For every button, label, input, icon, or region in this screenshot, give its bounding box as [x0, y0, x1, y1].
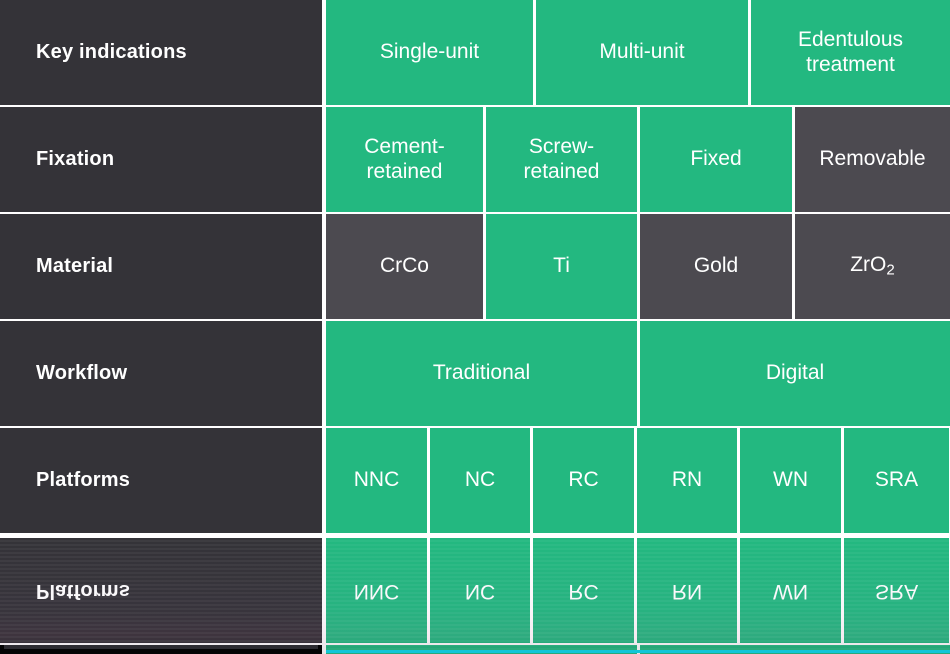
table-row-platforms: Platforms NNC NC RC RN WN SRA	[0, 428, 950, 533]
cell-label: Cement-retained	[364, 134, 445, 183]
reflection-row-cells: NNC NC RC RN WN SRA	[326, 538, 950, 643]
reflection-cell-nc: NC	[430, 538, 530, 643]
cell-multi-unit[interactable]: Multi-unit	[536, 0, 748, 105]
row-cells-platforms: NNC NC RC RN WN SRA	[326, 428, 950, 533]
cell-edentulous-treatment[interactable]: Edentulous treatment	[751, 0, 950, 105]
cell-label: ZrO2	[850, 253, 895, 279]
cell-traditional[interactable]: Traditional	[326, 321, 637, 426]
bottom-black-bar	[0, 645, 322, 654]
bottom-black-bar-highlight	[4, 645, 318, 649]
cell-label: Screw-retained	[523, 134, 600, 183]
cell-label: NNC	[353, 468, 400, 492]
row-label-key-indications: Key indications	[0, 0, 322, 105]
row-cells-workflow: Traditional Digital	[326, 321, 950, 426]
cell-label: Single-unit	[379, 40, 480, 64]
row-cells-material: CrCo Ti Gold ZrO2	[326, 214, 950, 319]
mirrored-platforms-reflection: Platforms NNC NC RC RN WN SRA	[0, 538, 950, 654]
cell-digital[interactable]: Digital	[640, 321, 950, 426]
cell-sra[interactable]: SRA	[844, 428, 949, 533]
cell-single-unit[interactable]: Single-unit	[326, 0, 533, 105]
cell-label: Traditional	[432, 361, 531, 385]
cell-zro2[interactable]: ZrO2	[795, 214, 950, 319]
bottom-cyan-accent-line	[326, 650, 950, 653]
cell-crco[interactable]: CrCo	[326, 214, 483, 319]
table-row-workflow: Workflow Traditional Digital	[0, 321, 950, 426]
row-cells-key-indications: Single-unit Multi-unit Edentulous treatm…	[326, 0, 950, 105]
reflection-cell-rc: RC	[533, 538, 634, 643]
cell-label: WN	[773, 579, 808, 603]
reflection-row-platforms: Platforms NNC NC RC RN WN SRA	[0, 538, 950, 643]
cell-label: SRA	[874, 468, 919, 492]
reflection-cell-nnc: NNC	[326, 538, 427, 643]
zro2-subscript: 2	[886, 261, 895, 279]
cell-rc[interactable]: RC	[533, 428, 634, 533]
cell-label: RC	[568, 468, 599, 492]
cell-label: NNC	[353, 579, 400, 603]
cell-label: Digital	[765, 361, 825, 385]
row-cells-fixation: Cement-retained Screw-retained Fixed Rem…	[326, 107, 950, 212]
cell-label: Gold	[693, 254, 739, 278]
table-row-key-indications: Key indications Single-unit Multi-unit E…	[0, 0, 950, 105]
cell-fixed[interactable]: Fixed	[640, 107, 792, 212]
cell-ti[interactable]: Ti	[486, 214, 637, 319]
reflection-cell-rn: RN	[637, 538, 737, 643]
cell-label: SRA	[874, 579, 919, 603]
cell-label: NC	[464, 579, 496, 603]
cell-cement-retained[interactable]: Cement-retained	[326, 107, 483, 212]
row-label-workflow: Workflow	[0, 321, 322, 426]
table-row-fixation: Fixation Cement-retained Screw-retained …	[0, 107, 950, 212]
reflection-cell-wn: WN	[740, 538, 841, 643]
cell-label: RN	[671, 579, 703, 603]
row-label-platforms: Platforms	[0, 428, 322, 533]
cell-nc[interactable]: NC	[430, 428, 530, 533]
cell-label: Multi-unit	[599, 40, 685, 64]
table-row-material: Material CrCo Ti Gold ZrO2	[0, 214, 950, 319]
cell-label: Ti	[553, 254, 570, 278]
reflection-cell-sra: SRA	[844, 538, 949, 643]
cell-wn[interactable]: WN	[740, 428, 841, 533]
row-label-material: Material	[0, 214, 322, 319]
cell-rn[interactable]: RN	[637, 428, 737, 533]
zro2-base: ZrO	[850, 253, 887, 277]
cell-label: RC	[568, 579, 599, 603]
cell-nnc[interactable]: NNC	[326, 428, 427, 533]
cell-label: NC	[464, 468, 496, 492]
cell-label: CrCo	[379, 254, 429, 278]
row-label-fixation: Fixation	[0, 107, 322, 212]
cell-label: Removable	[819, 147, 926, 171]
cell-label: Edentulous treatment	[797, 27, 904, 76]
cell-label: Fixed	[690, 147, 742, 171]
cell-screw-retained[interactable]: Screw-retained	[486, 107, 637, 212]
cell-removable[interactable]: Removable	[795, 107, 950, 212]
cell-label: RN	[671, 468, 703, 492]
reflection-row-label: Platforms	[0, 538, 322, 643]
cell-gold[interactable]: Gold	[640, 214, 792, 319]
cell-label: WN	[773, 468, 808, 492]
